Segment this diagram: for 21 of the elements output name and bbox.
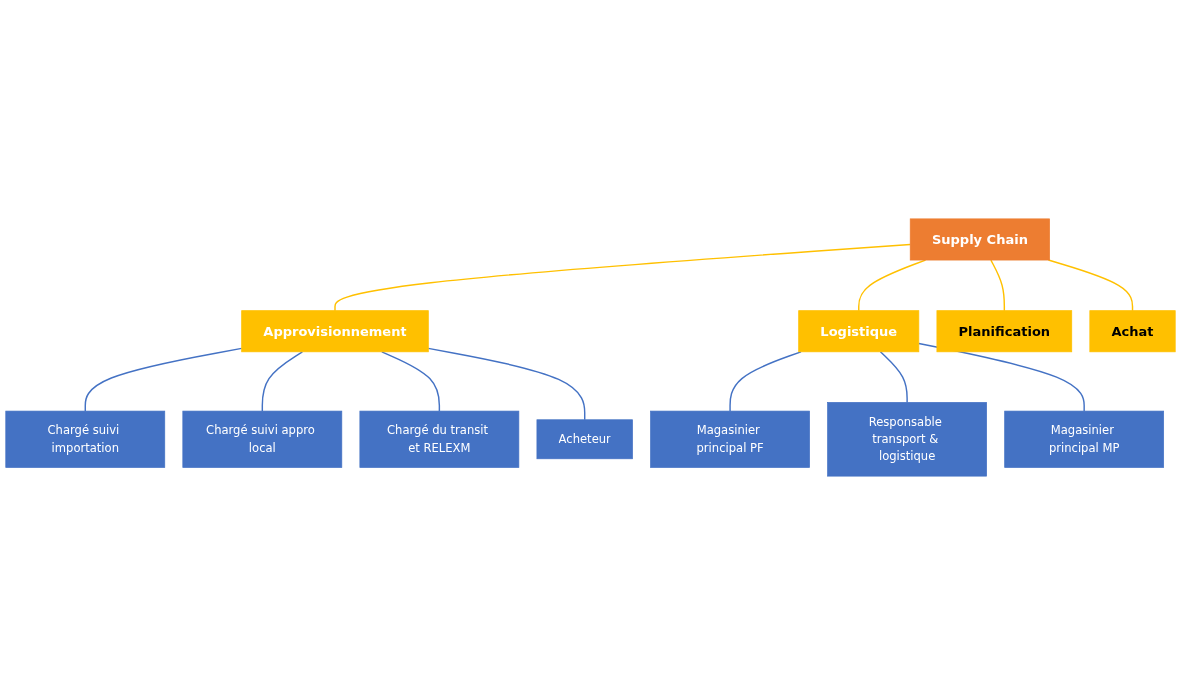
- node-box: Achat: [1089, 310, 1176, 353]
- node-box: Chargé du transit et RELEXM: [359, 410, 520, 468]
- connector: [261, 351, 304, 412]
- connector: [427, 347, 586, 421]
- connector: [729, 351, 802, 412]
- node-box: Planification: [936, 310, 1073, 353]
- node-box: Acheteur: [536, 419, 633, 460]
- connector: [381, 351, 441, 412]
- node-box: Approvisionnement: [241, 310, 429, 353]
- node-box: Magasinier principal PF: [650, 410, 810, 468]
- node-box: Chargé suivi appro local: [182, 410, 343, 468]
- connector: [334, 243, 911, 312]
- node-box: Chargé suivi importation: [5, 410, 166, 468]
- node-box: Magasinier principal MP: [1004, 410, 1164, 468]
- connector: [1047, 259, 1134, 312]
- node-box: Supply Chain: [909, 218, 1050, 261]
- node-box: Logistique: [798, 310, 920, 353]
- connector: [879, 351, 908, 404]
- node-box: Responsable transport & logistique: [827, 402, 987, 477]
- connector: [990, 259, 1006, 312]
- connector: [84, 347, 243, 412]
